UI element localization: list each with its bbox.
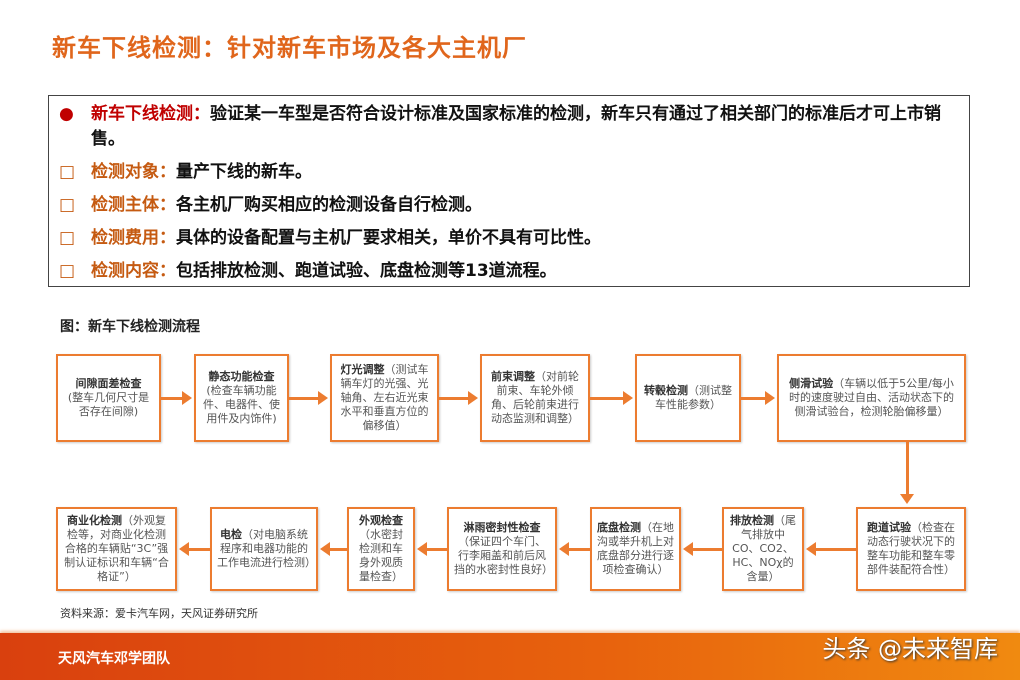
source-note: 资料来源：爱卡汽车网，天风证券研究所	[60, 607, 258, 620]
bullet-text: 验证某一车型是否符合设计标准及国家标准的检测，新车只有通过了相关部门的标准后才可…	[91, 104, 941, 149]
bullet-text: 具体的设备配置与主机厂要求相关，单价不具有可比性。	[176, 228, 601, 248]
footer-bar: 天风汽车邓学团队 头条 @未来智库	[0, 633, 1020, 680]
bullet-item: □ 检测对象：量产下线的新车。	[59, 159, 959, 185]
step-name: 外观检查	[359, 514, 403, 527]
bullet-label: 检测对象：	[91, 162, 176, 182]
bullet-dot-icon: ●	[59, 104, 74, 124]
flow-step: 底盘检测（在地沟或举升机上对底盘部分进行逐项检查确认）	[590, 507, 681, 591]
step-desc: （在地沟或举升机上对底盘部分进行逐项检查确认）	[597, 521, 674, 576]
step-name: 静态功能检查	[208, 370, 275, 383]
step-desc: （水密封检测和车身外观质量检查）	[359, 528, 403, 583]
flow-step: 排放检测（尾气排放中CO、CO2、HC、NOχ的含量）	[722, 507, 804, 591]
page-title: 新车下线检测：针对新车市场及各大主机厂	[52, 34, 527, 62]
step-desc: （测试整车性能参数）	[655, 384, 732, 411]
step-name: 底盘检测	[597, 521, 641, 534]
step-desc: （测试车辆车灯的光强、光轴角、左右近光束水平和垂直方位的偏移值）	[340, 363, 429, 432]
team-name: 天风汽车邓学团队	[58, 651, 170, 667]
flow-step: 静态功能检查(检查车辆功能件、电器件、使用件及内饰件)	[194, 354, 289, 442]
bullet-text: 各主机厂购买相应的检测设备自行检测。	[176, 195, 482, 215]
flow-step: 淋雨密封性检查（保证四个车门、行李厢盖和前后风挡的水密封性良好）	[447, 507, 557, 591]
arrow-left-icon	[683, 542, 722, 556]
flow-step: 外观检查（水密封检测和车身外观质量检查）	[347, 507, 415, 591]
arrow-down-icon	[900, 440, 914, 504]
step-desc: （外观复检等，对商业化检测合格的车辆贴“3C”强制认证标识和车辆“合格证”）	[64, 514, 169, 583]
bullet-item: ● 新车下线检测：验证某一车型是否符合设计标准及国家标准的检测，新车只有通过了相关…	[59, 102, 959, 152]
arrow-left-icon	[559, 542, 590, 556]
step-name: 侧滑试验	[789, 377, 834, 390]
flow-step: 间隙面差检查(整车几何尺寸是否存在间隙)	[56, 354, 161, 442]
step-name: 灯光调整	[340, 363, 385, 376]
arrow-left-icon	[806, 542, 856, 556]
step-name: 淋雨密封性检查	[463, 521, 541, 534]
bullet-square-icon: □	[59, 195, 76, 215]
flow-step: 转毂检测（测试整车性能参数）	[635, 354, 741, 442]
step-name: 排放检测	[730, 514, 774, 527]
bullet-label: 检测费用：	[91, 228, 176, 248]
step-desc: (检查车辆功能件、电器件、使用件及内饰件)	[203, 384, 280, 425]
step-desc: （尾气排放中CO、CO2、HC、NOχ的含量）	[732, 514, 796, 583]
step-name: 商业化检测	[67, 514, 122, 527]
arrow-right-icon	[161, 391, 192, 405]
bullet-text: 量产下线的新车。	[176, 162, 312, 182]
bullet-item: □ 检测内容：包括排放检测、跑道试验、底盘检测等13道流程。	[59, 258, 959, 284]
flow-step: 商业化检测（外观复检等，对商业化检测合格的车辆贴“3C”强制认证标识和车辆“合格…	[56, 507, 177, 591]
flow-step: 灯光调整（测试车辆车灯的光强、光轴角、左右近光束水平和垂直方位的偏移值）	[330, 354, 439, 442]
step-desc: （车辆以低于5公里/每小时的速度驶过自由、活动状态下的侧滑试验台，检测轮胎偏移量…	[789, 377, 954, 418]
bullet-label: 检测内容：	[91, 261, 176, 281]
flow-step: 电检（对电脑系统程序和电器功能的工作电流进行检测）	[210, 507, 318, 591]
bullet-item: □ 检测主体：各主机厂购买相应的检测设备自行检测。	[59, 192, 959, 218]
step-desc: （对电脑系统程序和电器功能的工作电流进行检测）	[217, 528, 316, 569]
step-name: 电检	[220, 528, 242, 541]
flow-step: 跑道试验（检查在动态行驶状况下的整车功能和整车零部件装配符合性）	[856, 507, 966, 591]
step-name: 跑道试验	[867, 521, 911, 534]
flow-step: 前束调整（对前轮前束、车轮外倾角、后轮前束进行动态监测和调整）	[480, 354, 590, 442]
bullet-square-icon: □	[59, 228, 76, 248]
step-desc: （对前轮前束、车轮外倾角、后轮前束进行动态监测和调整）	[491, 370, 579, 425]
watermark: 头条 @未来智库	[822, 635, 998, 663]
step-name: 前束调整	[491, 370, 535, 383]
bullet-text: 包括排放检测、跑道试验、底盘检测等13道流程。	[176, 261, 557, 281]
step-desc: （检查在动态行驶状况下的整车功能和整车零部件装配符合性）	[867, 521, 955, 576]
bullet-label: 检测主体：	[91, 195, 176, 215]
arrow-right-icon	[741, 391, 775, 405]
step-name: 转毂检测	[644, 384, 688, 397]
arrow-left-icon	[179, 542, 210, 556]
arrow-right-icon	[439, 391, 478, 405]
bullet-box: ● 新车下线检测：验证某一车型是否符合设计标准及国家标准的检测，新车只有通过了相关…	[48, 95, 970, 287]
bullet-square-icon: □	[59, 261, 76, 281]
arrow-right-icon	[590, 391, 633, 405]
step-desc: （保证四个车门、行李厢盖和前后风挡的水密封性良好）	[454, 535, 553, 576]
bullet-square-icon: □	[59, 162, 76, 182]
step-desc: (整车几何尺寸是否存在间隙)	[67, 391, 150, 418]
arrow-left-icon	[417, 542, 447, 556]
arrow-right-icon	[289, 391, 328, 405]
arrow-left-icon	[320, 542, 347, 556]
step-name: 间隙面差检查	[75, 377, 142, 390]
bullet-item: □ 检测费用：具体的设备配置与主机厂要求相关，单价不具有可比性。	[59, 225, 959, 251]
bullet-label: 新车下线检测：	[91, 104, 210, 124]
flow-step: 侧滑试验（车辆以低于5公里/每小时的速度驶过自由、活动状态下的侧滑试验台，检测轮…	[777, 354, 966, 442]
figure-caption: 图：新车下线检测流程	[60, 319, 200, 335]
